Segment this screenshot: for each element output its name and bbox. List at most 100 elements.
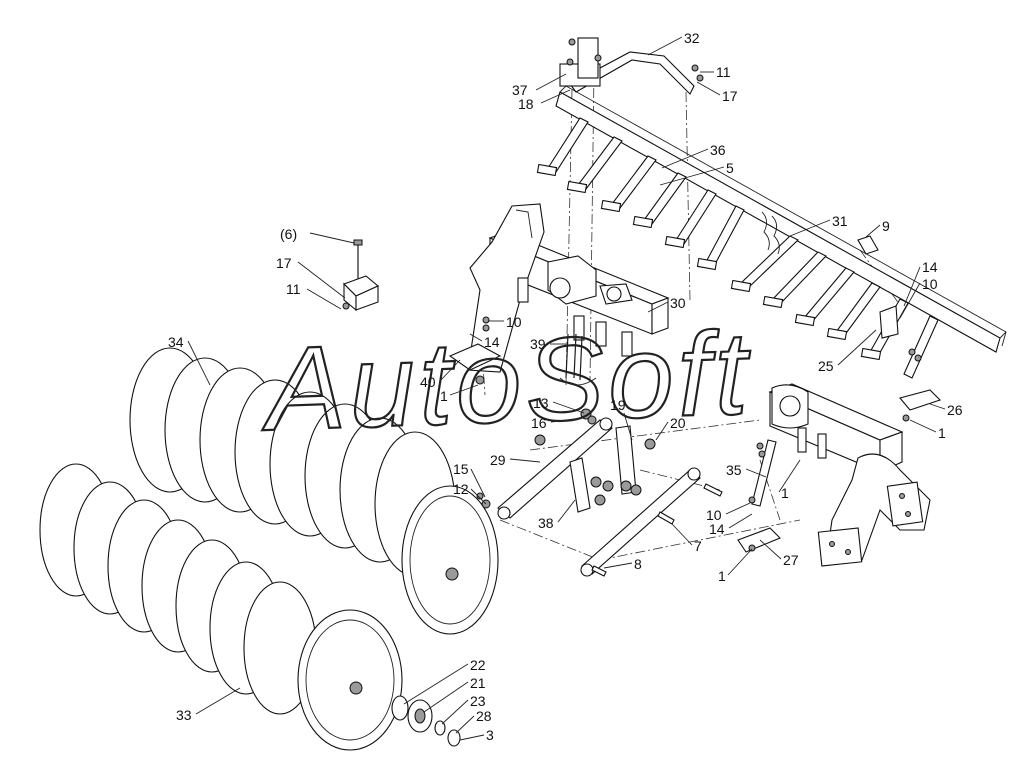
leader-line-15 <box>470 468 486 498</box>
leader-line-16 <box>550 417 583 423</box>
leader-line-14c <box>728 513 753 529</box>
leader-line-31 <box>789 219 831 237</box>
leader-line-40 <box>439 359 461 382</box>
callout-35: 35 <box>726 462 742 478</box>
leader-line-25 <box>837 329 877 366</box>
scraper-right-end <box>857 235 942 422</box>
leader-line-5 <box>659 166 725 186</box>
leader-line-8 <box>603 562 633 569</box>
callout-31: 31 <box>832 213 848 229</box>
scraper-arm-right <box>737 439 781 553</box>
leader-line-12 <box>470 488 487 505</box>
leader-line-35 <box>745 468 767 478</box>
callout-3: 3 <box>486 727 494 743</box>
leader-line-17a <box>696 81 721 96</box>
leader-line-1d <box>727 548 753 576</box>
callout-39: 39 <box>530 336 546 352</box>
leader-line-6 <box>309 232 355 244</box>
callout-6: (6) <box>280 226 297 242</box>
callout-16: 16 <box>531 415 547 431</box>
leader-line-28 <box>455 715 475 734</box>
callout-18: 18 <box>518 96 534 112</box>
callout-1b: 1 <box>938 425 946 441</box>
callout-17a: 17 <box>722 88 738 104</box>
leader-line-36 <box>661 148 709 169</box>
bolt-assembly-6 <box>342 239 380 312</box>
leader-line-34 <box>187 340 211 386</box>
leader-line-1a <box>449 384 479 396</box>
leader-line-37 <box>535 73 567 91</box>
leader-line-18 <box>540 89 571 104</box>
tine-tips <box>536 163 882 361</box>
leader-line-20 <box>655 421 669 441</box>
callout-1c: 1 <box>781 485 789 501</box>
callout-29: 29 <box>490 452 506 468</box>
callout-38: 38 <box>538 515 554 531</box>
callout-14a: 14 <box>922 259 938 275</box>
callout-32: 32 <box>684 30 700 46</box>
callout-7: 7 <box>694 538 702 554</box>
callout-1a: 1 <box>440 388 448 404</box>
main-frame <box>448 203 670 385</box>
leader-line-17b <box>297 261 346 299</box>
leader-line-22 <box>403 663 469 705</box>
watermark-text: AutoSoft <box>258 307 753 456</box>
callout-17b: 17 <box>276 255 292 271</box>
callout-10b: 10 <box>506 314 522 330</box>
callout-19: 19 <box>610 397 626 413</box>
leader-line-1b <box>909 419 937 433</box>
tine-bar-assembly <box>536 85 1007 379</box>
callout-12: 12 <box>453 481 469 497</box>
callout-30: 30 <box>670 295 686 311</box>
leader-line-10a <box>899 282 921 319</box>
callout-34: 34 <box>168 334 184 350</box>
right-frame <box>768 383 931 567</box>
roller-33 <box>39 463 403 751</box>
leader-line-38 <box>557 499 576 523</box>
leader-line-14a <box>903 266 921 307</box>
callout-27: 27 <box>783 552 799 568</box>
leader-line-3 <box>459 734 485 741</box>
callout-13: 13 <box>533 395 549 411</box>
callout-11b: 11 <box>286 281 301 297</box>
callout-21: 21 <box>470 675 486 691</box>
callout-33: 33 <box>176 707 192 723</box>
callout-14b: 14 <box>484 334 500 350</box>
leader-line-29 <box>509 458 541 463</box>
callout-11a: 11 <box>716 64 731 80</box>
leader-line-11b <box>306 288 342 310</box>
callout-10c: 10 <box>706 507 722 523</box>
callout-25: 25 <box>818 358 834 374</box>
leader-line-13 <box>552 401 585 414</box>
callout-22: 22 <box>470 657 486 673</box>
callout-23: 23 <box>470 693 486 709</box>
callout-10a: 10 <box>922 276 938 292</box>
roller-34 <box>129 347 499 635</box>
callout-8: 8 <box>634 556 642 572</box>
vertical-rods <box>559 333 597 386</box>
leader-line-30 <box>647 301 669 313</box>
callout-40: 40 <box>420 374 436 390</box>
roller-end-hardware <box>391 695 461 747</box>
callout-37: 37 <box>512 82 528 98</box>
callout-28: 28 <box>476 708 492 724</box>
callout-5: 5 <box>726 160 734 176</box>
leader-line-32 <box>647 36 683 56</box>
bow-handle <box>559 37 704 95</box>
callout-15: 15 <box>453 461 469 477</box>
callout-1d: 1 <box>718 568 726 584</box>
callout-14c: 14 <box>709 521 725 537</box>
leader-line-19 <box>623 412 633 441</box>
callout-9: 9 <box>882 218 890 234</box>
leader-line-23 <box>441 699 469 725</box>
callout-26: 26 <box>947 402 963 418</box>
leader-line-26 <box>929 403 946 410</box>
leader-line-27 <box>759 539 782 560</box>
leader-line-33 <box>195 687 241 715</box>
leader-line-21 <box>423 681 469 713</box>
leader-line-7 <box>671 523 693 546</box>
callout-20: 20 <box>670 415 686 431</box>
leader-line-1c <box>778 459 801 493</box>
